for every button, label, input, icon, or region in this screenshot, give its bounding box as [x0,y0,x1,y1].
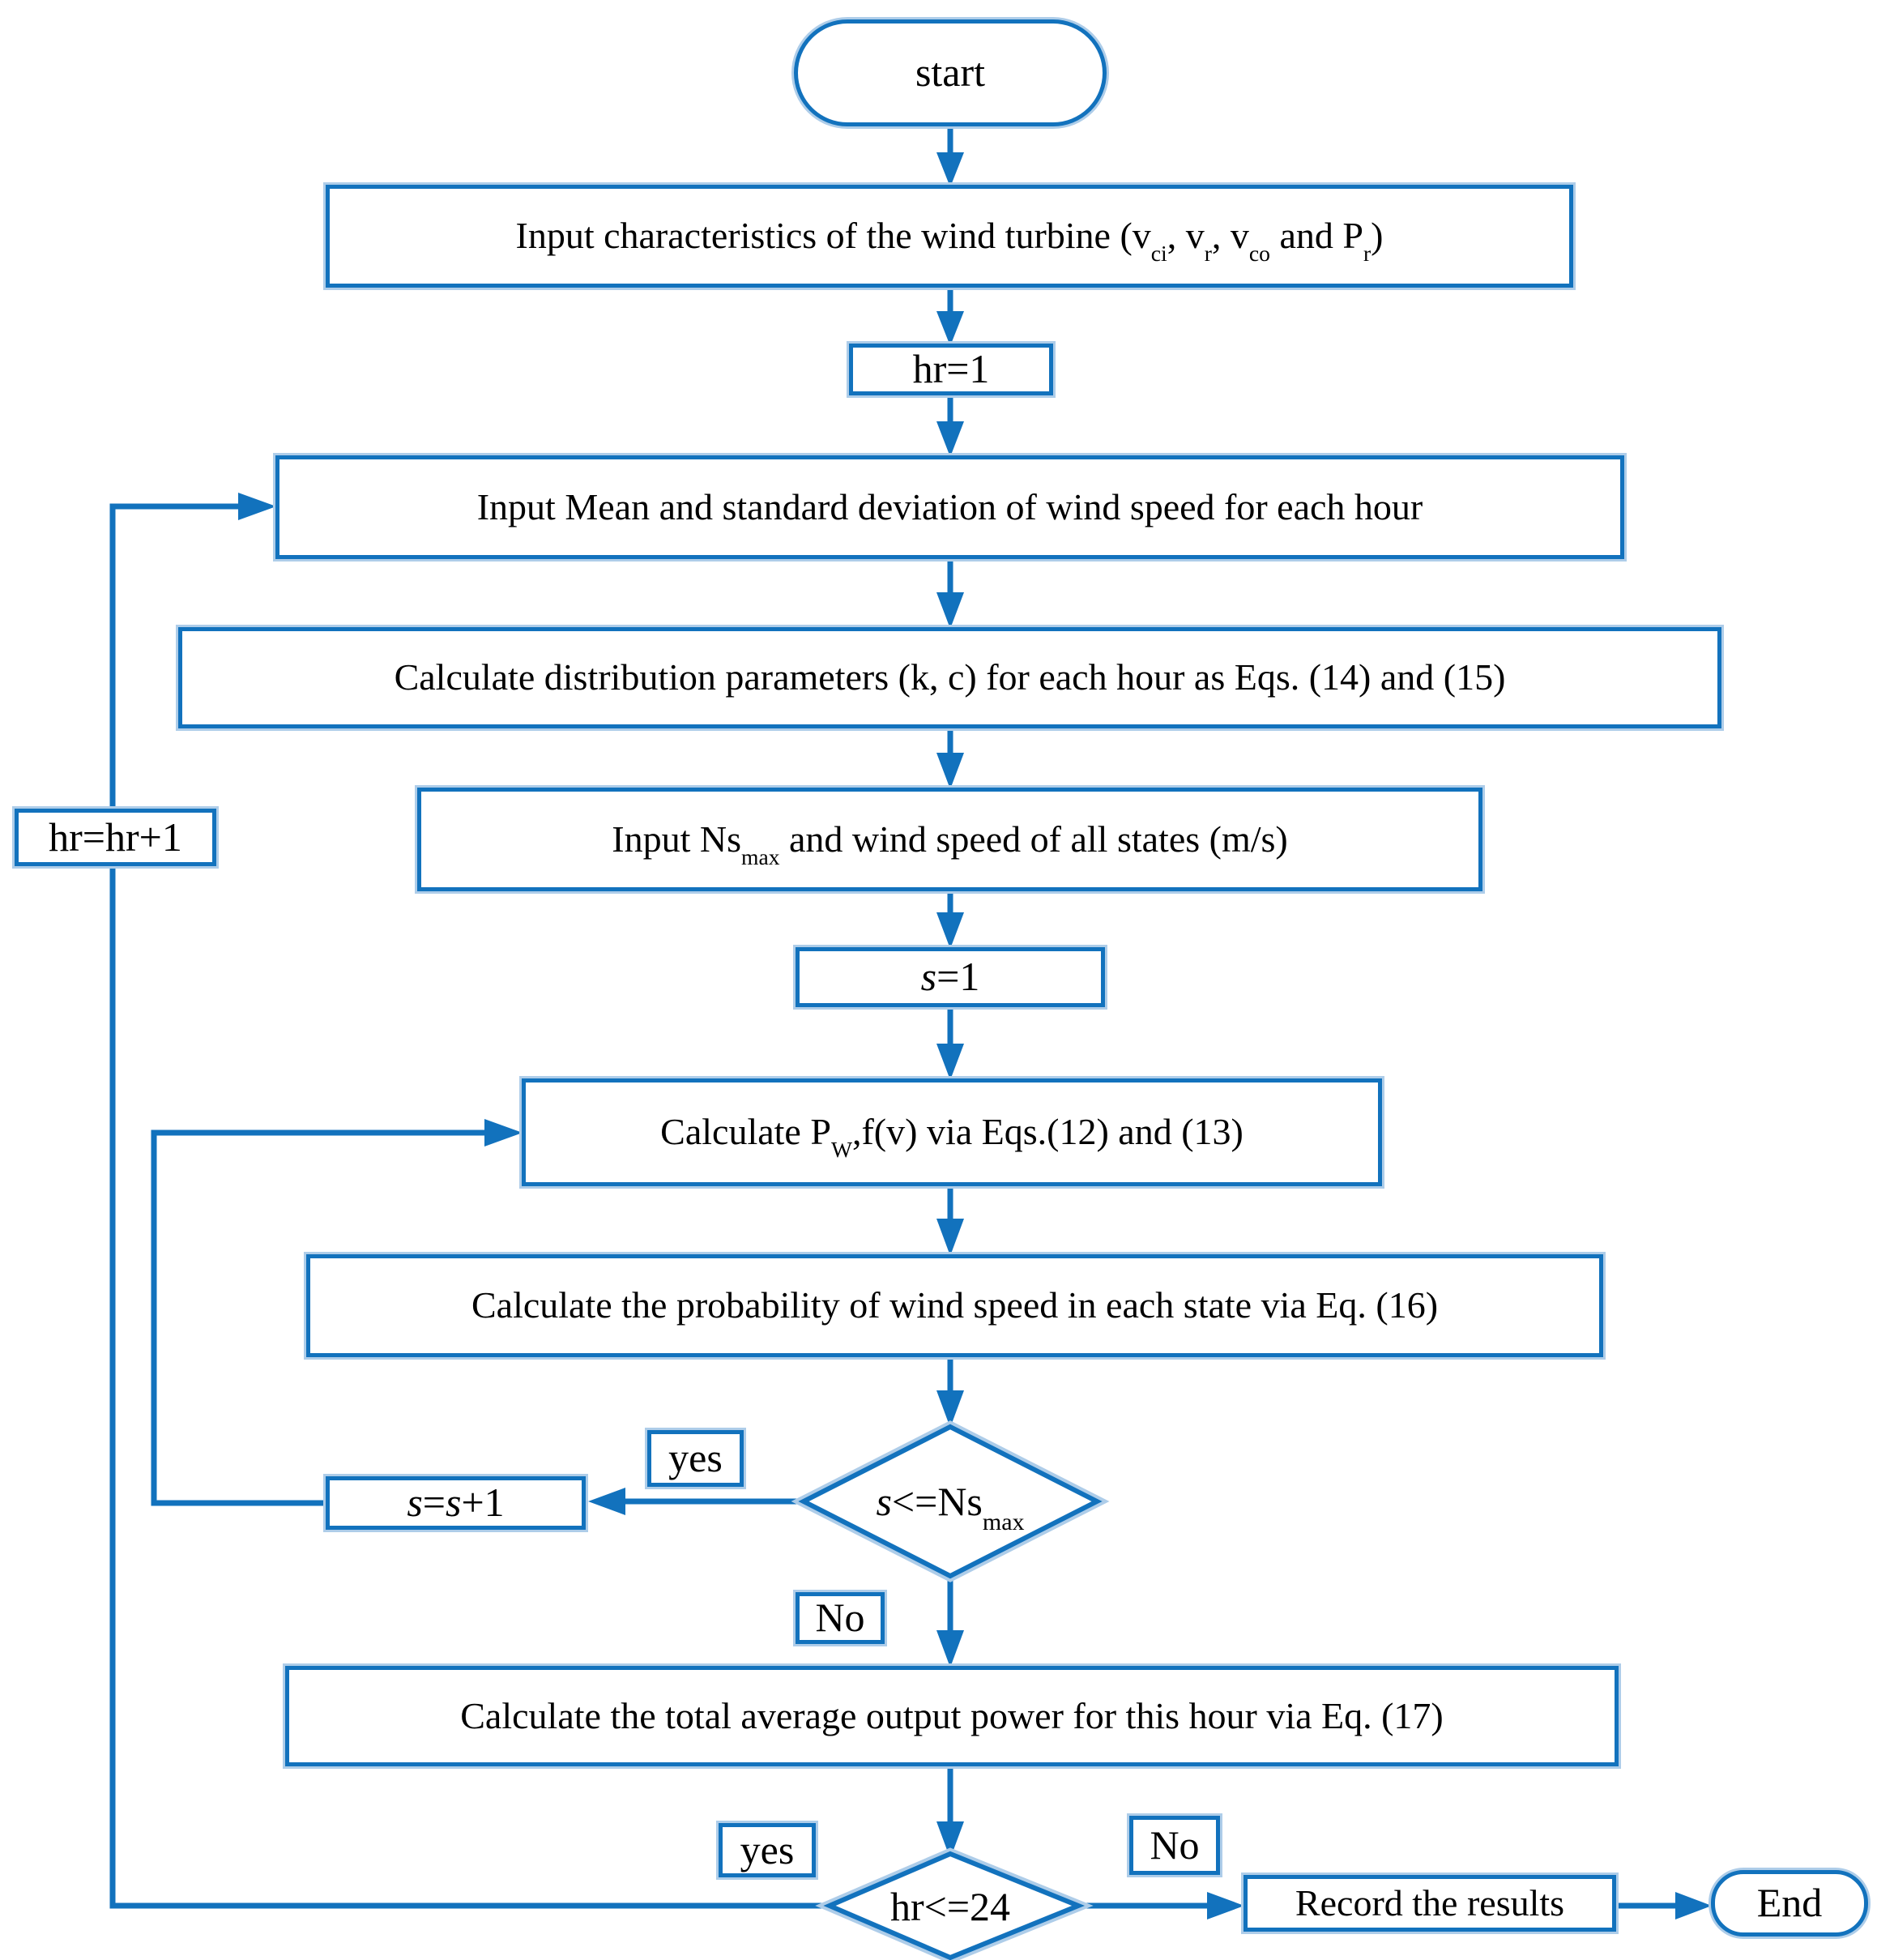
edge-decision-state-yes-to-s-increment [588,1488,804,1515]
edge-label-text: yes [740,1826,795,1872]
process-hr-increment: hr=hr+1 [15,809,216,866]
label-yes-state: yes [647,1430,744,1487]
end-label: End [1756,1880,1823,1926]
edge-s-init-to-calc-pw [936,1007,964,1080]
decision-label: hr<=24 [889,1884,1011,1929]
edge-decision-state-no-to-calc-total-power [936,1576,964,1667]
process-label: Calculate distribution parameters (k, c)… [394,656,1506,698]
edge-input-mean-std-to-calc-distribution [936,559,964,629]
end-terminator: End [1711,1870,1868,1937]
process-label: s=s+1 [407,1480,505,1526]
process-calc-pw-fv: Calculate PW,f(v) via Eqs.(12) and (13) [522,1078,1382,1186]
edge-decision-hour-yes-to-input-mean-std [109,493,830,1909]
edge-start-to-input-characteristics [936,126,964,187]
start-label: start [915,49,986,96]
edge-input-characteristics-to-hr-init [936,288,964,346]
process-input-nsmax-windspeed: Input Nsmax and wind speed of all states… [417,788,1482,891]
decision-s-le-nsmax-shape [791,1420,1110,1582]
edge-calc-distribution-to-input-nsmax [936,728,964,789]
edge-decision-hour-no-to-record-results [1073,1892,1244,1919]
process-label: Input Mean and standard deviation of win… [476,485,1423,527]
edge-label-text: No [815,1595,865,1641]
process-s-init: s=1 [796,947,1105,1007]
process-label: Input Nsmax and wind speed of all states… [612,818,1288,869]
process-hr-init: hr=1 [849,344,1053,395]
edge-input-nsmax-to-s-init [936,891,964,949]
edge-hr-init-to-input-mean-std [936,395,964,457]
process-label: Input characteristics of the wind turbin… [515,215,1384,267]
process-label: Calculate PW,f(v) via Eqs.(12) and (13) [660,1111,1244,1163]
label-yes-hour: yes [719,1823,816,1877]
process-calc-probability: Calculate the probability of wind speed … [306,1254,1603,1357]
start-terminator: start [794,19,1107,126]
process-record-results: Record the results [1244,1875,1616,1932]
process-calc-total-avg-power: Calculate the total average output power… [285,1666,1619,1766]
edge-label-text: yes [668,1435,723,1481]
label-no-state: No [796,1592,885,1644]
process-calc-distribution-params: Calculate distribution parameters (k, c)… [178,627,1721,728]
process-label: Calculate the total average output power… [460,1694,1444,1736]
label-no-hour: No [1129,1816,1220,1875]
decision-label: s<=Nsmax [876,1479,1025,1535]
edge-record-results-to-end [1616,1892,1712,1919]
edge-label-text: No [1150,1821,1200,1868]
process-label: s=1 [920,954,980,1000]
process-label: hr=1 [912,346,990,392]
decision-hr-le-24-shape [815,1847,1094,1960]
process-input-mean-std: Input Mean and standard deviation of win… [275,455,1624,559]
process-input-turbine-characteristics: Input characteristics of the wind turbin… [326,185,1573,288]
process-label: hr=hr+1 [49,813,182,860]
process-label: Record the results [1295,1881,1565,1924]
process-s-increment: s=s+1 [326,1476,586,1530]
edge-calc-total-power-to-decision-hour [936,1766,964,1859]
edge-s-increment-to-calc-pw [151,1119,523,1506]
process-label: Calculate the probability of wind speed … [471,1284,1439,1326]
edge-calc-probability-to-decision-state [936,1357,964,1428]
decision-hr-le-24-label: hr<=24 [845,1880,1056,1933]
decision-s-le-nsmax-label: s<=Nsmax [813,1473,1088,1535]
edge-calc-pw-to-calc-probability [936,1186,964,1256]
